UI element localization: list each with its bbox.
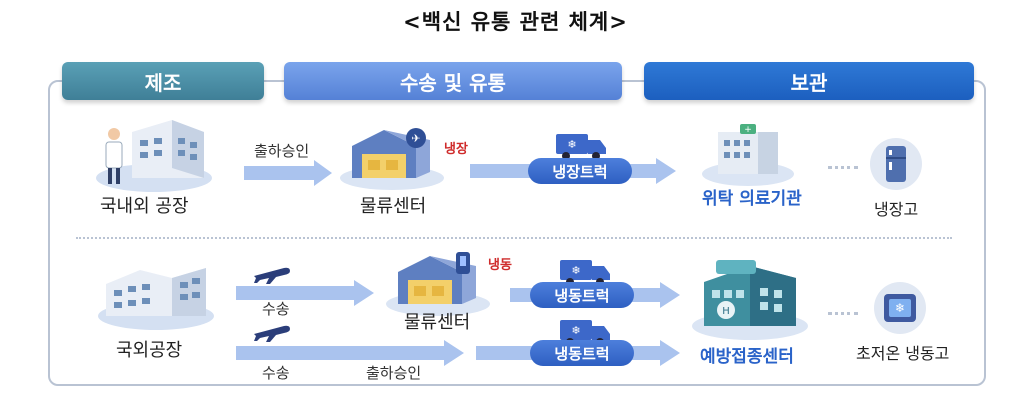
svg-text:+: + (744, 125, 752, 135)
vaccination-center-icon: H (692, 260, 808, 340)
release-approval-label-row2: 출하승인 (366, 364, 422, 382)
transport-label-row2-1: 수송 (262, 300, 290, 318)
refrigerated-tag: 냉장 (444, 142, 468, 157)
frozen-truck-pill-2: 냉동트럭 (530, 340, 634, 366)
factory-label-row2: 국외공장 (116, 340, 183, 361)
refrigerated-truck-pill: 냉장트럭 (528, 158, 632, 184)
frozen-truck-pill-1: 냉동트럭 (530, 282, 634, 308)
airplane-icon (254, 267, 290, 284)
logistics-center-label-row1: 물류센터 (360, 196, 427, 217)
arrow-row2-3 (236, 340, 464, 366)
svg-text:❄: ❄ (895, 301, 905, 315)
row-divider (76, 237, 952, 239)
svg-text:H: H (722, 306, 730, 317)
truck-icon-row2-2: ❄ (560, 320, 610, 346)
stage-manufacturing: 제조 (62, 62, 264, 100)
truck-icon-row2-1: ❄ (560, 260, 610, 286)
hospital-icon: + (702, 124, 794, 186)
fridge-label: 냉장고 (874, 200, 919, 219)
svg-text:❄: ❄ (567, 138, 576, 151)
deep-freezer-label: 초저온 냉동고 (856, 344, 950, 363)
fridge-icon (870, 138, 922, 190)
freezer-icon: ❄ (874, 282, 926, 334)
facility-label-row1: 위탁 의료기관 (702, 189, 802, 209)
stage-transport: 수송 및 유통 (284, 62, 622, 100)
diagram-frame (48, 80, 986, 386)
warehouse-icon-row2 (386, 252, 490, 316)
factory-icon-row2 (98, 268, 214, 330)
arrow-row2-1 (236, 280, 374, 306)
svg-text:✈: ✈ (411, 132, 420, 145)
stage-storage: 보관 (644, 62, 974, 100)
arrow-row1-1 (244, 160, 332, 186)
logistics-center-label-row2: 물류센터 (404, 312, 471, 333)
connector-row2 (828, 312, 858, 315)
truck-icon: ❄ (556, 134, 606, 160)
factory-label-row1: 국내외 공장 (100, 196, 189, 217)
frozen-tag: 냉동 (488, 258, 512, 273)
diagram-title: <백신 유통 관련 체계> (403, 10, 628, 34)
factory-icon (96, 120, 212, 192)
warehouse-icon: ✈ (340, 128, 444, 190)
svg-text:❄: ❄ (571, 264, 580, 277)
transport-label-row2-2: 수송 (262, 364, 290, 382)
connector-row1 (828, 166, 858, 169)
release-approval-label-row1: 출하승인 (254, 142, 310, 160)
vaccination-center-label: 예방접종센터 (700, 347, 794, 367)
svg-text:❄: ❄ (571, 324, 580, 337)
airplane-icon-row2-2 (254, 325, 290, 342)
